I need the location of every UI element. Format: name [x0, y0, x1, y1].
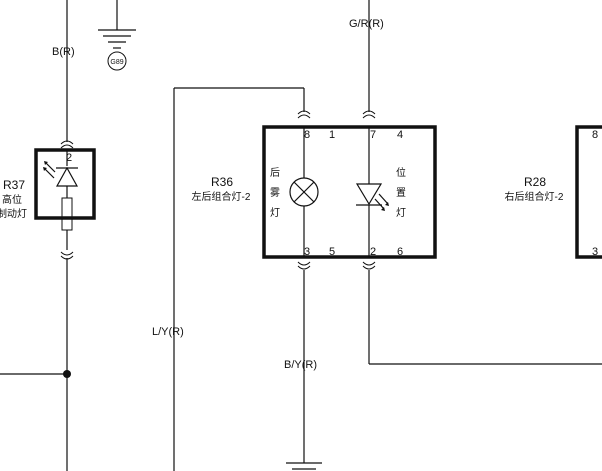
r36-pin-top-3: 4 — [397, 129, 403, 141]
r36-right-lamp-char-1: 置 — [396, 187, 406, 199]
wire-label-b-r: B(R) — [52, 46, 75, 58]
connector-r36-pin8 — [297, 110, 311, 119]
r36-pin-top-2: 7 — [370, 129, 376, 141]
ground-g89-badge — [107, 51, 127, 71]
connector-r36-pin2 — [362, 261, 376, 270]
connector-r36-pin7 — [362, 110, 376, 119]
r36-pin-bottom-1: 5 — [329, 246, 335, 258]
r28-name-label: 右后组合灯-2 — [505, 190, 564, 203]
r36-pin-top-0: 8 — [304, 129, 310, 141]
connector-r36-pin3 — [297, 261, 311, 270]
r37-light-ray-icon — [44, 161, 56, 173]
r36-pin-bottom-3: 6 — [397, 246, 403, 258]
r37-resistor-icon — [61, 197, 73, 231]
wire-label-b-y-r: B/Y(R) — [284, 359, 317, 371]
wire-label-g-r-r: G/R(R) — [349, 18, 384, 30]
r36-pin-top-1: 1 — [329, 129, 335, 141]
r37-name-line2: 制动灯 — [0, 207, 27, 220]
r28-id-label: R28 — [524, 175, 546, 189]
r36-position-lamp-led-icon — [355, 183, 383, 206]
r36-id-label: R36 — [211, 175, 233, 189]
r36-left-lamp-char-0: 后 — [270, 167, 280, 179]
wire-label-l-y-r: L/Y(R) — [152, 326, 184, 338]
r28-pin-3: 3 — [592, 246, 598, 258]
r36-light-ray-icon — [374, 198, 385, 210]
r37-id-label: R37 — [3, 178, 25, 192]
r36-left-lamp-char-1: 雾 — [270, 187, 280, 199]
r28-component-box — [575, 125, 602, 259]
r36-pin-bottom-2: 2 — [370, 246, 376, 258]
connector-r37-bottom — [60, 251, 74, 260]
r37-pin-2: 2 — [66, 152, 72, 164]
r37-name-line1: 高位 — [2, 193, 22, 206]
r36-right-lamp-char-0: 位 — [396, 166, 406, 179]
r28-pin-8: 8 — [592, 129, 598, 141]
r36-name-label: 左后组合灯-2 — [192, 190, 251, 203]
r36-pin-bottom-0: 3 — [304, 246, 310, 258]
ground-g89-label: G89 — [110, 59, 123, 66]
r36-left-lamp-char-2: 灯 — [270, 207, 280, 219]
r36-component-box — [262, 125, 437, 259]
r36-right-lamp-char-2: 灯 — [396, 207, 406, 219]
r37-component-box — [34, 148, 96, 220]
r37-led-icon — [55, 166, 79, 187]
connector-r37-top — [60, 140, 74, 149]
